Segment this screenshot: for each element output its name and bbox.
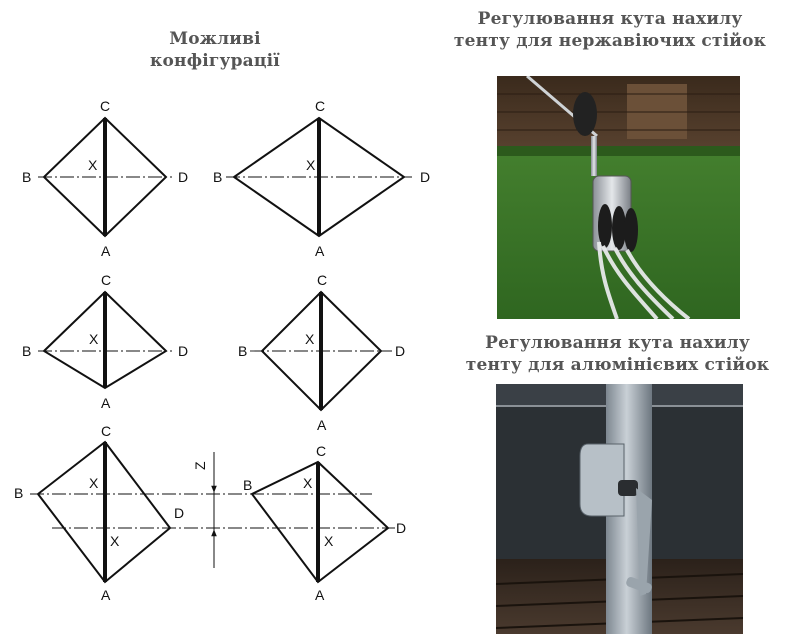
- config-1-label-b: B: [22, 169, 31, 185]
- config-6: C B D A X X: [243, 443, 406, 603]
- config-6-label-x-upper: X: [303, 475, 313, 491]
- config-6-label-b: B: [243, 477, 252, 493]
- config-4-label-b: B: [238, 343, 247, 359]
- aluminum-crank-photo: [496, 384, 743, 634]
- aluminum-title-line1: Регулювання кута нахилу: [485, 333, 750, 353]
- stainless-title-line1: Регулювання кута нахилу: [477, 9, 743, 29]
- config-3-label-c: C: [101, 272, 111, 288]
- config-4-label-a: A: [317, 417, 327, 433]
- config-1-label-c: C: [100, 98, 110, 114]
- config-2-label-x: X: [306, 157, 316, 173]
- config-1-label-x: X: [88, 157, 98, 173]
- config-5-label-d: D: [174, 505, 184, 521]
- configurations-title: Можливі конфігурації: [140, 28, 290, 72]
- config-2-label-d: D: [420, 169, 430, 185]
- config-2-label-a: A: [315, 243, 325, 259]
- config-2-label-c: C: [315, 98, 325, 114]
- stainless-title-line2: тенту для нержавіючих стійок: [453, 31, 767, 51]
- config-2: C B D A X: [213, 98, 430, 259]
- config-4-label-c: C: [317, 272, 327, 288]
- stainless-title: Регулювання кута нахилу тенту для нержав…: [425, 8, 795, 52]
- config-1-label-d: D: [178, 169, 188, 185]
- aluminum-title-line2: тенту для алюмінієвих стійок: [465, 355, 770, 375]
- config-3: C B D A X: [22, 272, 188, 411]
- stainless-pulley-photo: [497, 76, 740, 319]
- config-3-label-a: A: [101, 395, 111, 411]
- configurations-title-line2: конфігурації: [150, 51, 280, 71]
- config-4-label-x: X: [305, 331, 315, 347]
- pulley-illustration: [497, 76, 740, 319]
- config-6-label-d: D: [396, 520, 406, 536]
- crank-illustration: [496, 384, 743, 634]
- config-4-label-d: D: [395, 343, 405, 359]
- config-3-label-b: B: [22, 343, 31, 359]
- config-5: C B D A X X: [14, 423, 184, 603]
- config-5-label-x-lower: X: [110, 533, 120, 549]
- z-label: Z: [192, 461, 208, 470]
- config-5-label-x-upper: X: [89, 475, 99, 491]
- config-2-label-b: B: [213, 169, 222, 185]
- configurations-title-line1: Можливі: [169, 29, 261, 49]
- aluminum-title: Регулювання кута нахилу тенту для алюмін…: [440, 332, 795, 376]
- config-5-label-c: C: [101, 423, 111, 439]
- config-6-label-c: C: [316, 443, 326, 459]
- config-3-label-d: D: [178, 343, 188, 359]
- z-dimension: Z: [192, 452, 217, 568]
- config-3-label-x: X: [89, 331, 99, 347]
- config-1: C B D A X: [22, 98, 188, 259]
- config-5-label-a: A: [101, 587, 111, 603]
- config-4: C B D A X: [238, 272, 405, 433]
- config-6-label-a: A: [315, 587, 325, 603]
- config-1-label-a: A: [101, 243, 111, 259]
- config-6-label-x-lower: X: [324, 533, 334, 549]
- config-5-label-b: B: [14, 485, 23, 501]
